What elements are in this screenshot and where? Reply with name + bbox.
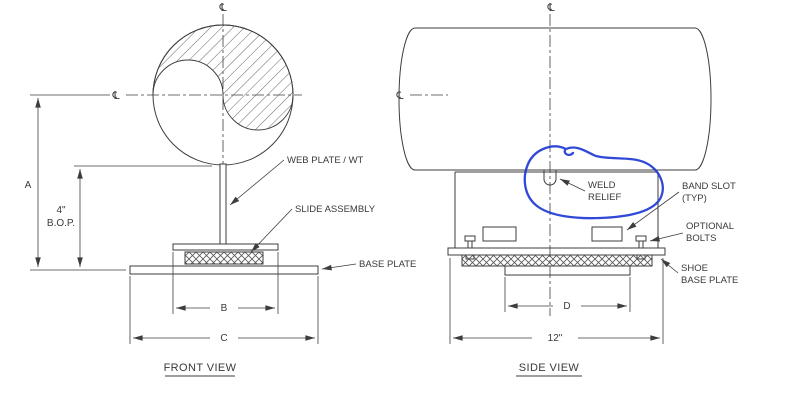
dimension-d: D [504, 277, 631, 312]
band-slot-right [591, 226, 623, 242]
centerline-symbol: ℄ [111, 89, 119, 102]
dim-label-d: D [563, 301, 570, 312]
wt-flange [172, 243, 279, 251]
centerline-symbol: ℄ [546, 1, 554, 14]
leader-weld-relief [559, 178, 586, 192]
leader-web-plate [229, 159, 285, 206]
leader-band-slot [626, 191, 680, 231]
bolt-head [635, 235, 647, 242]
weld-relief-notch [543, 170, 557, 186]
shoe-flange-plate [447, 247, 666, 256]
dim-label-a: A [25, 180, 32, 191]
label-weld-relief-line1: WELD [588, 180, 616, 191]
label-weld-relief-line2: RELIEF [588, 192, 621, 203]
label-optional-bolts-line2: BOLTS [686, 233, 716, 244]
dim-label-c: C [220, 333, 227, 344]
bolt-shank [467, 240, 473, 249]
leader-slide-assembly [250, 208, 293, 253]
dim-label-bop: B.O.P. [47, 218, 75, 229]
pipe-section-hatch [152, 24, 294, 131]
side-view: ℄ ℄ [395, 1, 738, 377]
band-slot-left [482, 226, 517, 242]
centerline-symbol: ℄ [218, 1, 226, 14]
base-plate [129, 265, 319, 275]
pipe-right-end [694, 27, 712, 171]
centerline-symbol: ℄ [395, 89, 403, 102]
dimension-c: C [129, 276, 319, 344]
slide-assembly [184, 251, 264, 265]
front-view: ℄ ℄ A 4" B.O.P. [25, 1, 416, 377]
label-shoe-base-plate-line1: SHOE [681, 263, 708, 274]
label-slide-assembly: SLIDE ASSEMBLY [295, 204, 376, 215]
label-optional-bolts-line1: OPTIONAL [686, 221, 734, 232]
bolt-shank [638, 240, 644, 249]
shoe-base-plate [504, 265, 631, 276]
web-plate [219, 163, 227, 245]
side-view-title: SIDE VIEW [519, 362, 580, 374]
dim-label-b: B [221, 303, 228, 314]
dimension-a: A [25, 94, 126, 271]
slide-strip [461, 254, 653, 267]
dim-label-12in: 12" [548, 333, 563, 344]
leader-shoe-base-plate [660, 258, 679, 274]
front-view-title: FRONT VIEW [164, 362, 237, 374]
leader-optional-bolts [649, 232, 684, 242]
bolt-head [464, 235, 476, 242]
label-band-slot-line1: BAND SLOT [682, 181, 736, 192]
weld-relief-annotation-circle [523, 145, 664, 220]
leader-base-plate [321, 263, 357, 271]
label-base-plate: BASE PLATE [359, 259, 416, 270]
dimension-bop: 4" B.O.P. [47, 165, 212, 267]
label-band-slot-line2: (TYP) [682, 193, 707, 204]
dimension-12in: 12" [449, 258, 664, 344]
dimension-b: B [172, 252, 279, 314]
pipe-left-end [398, 27, 416, 171]
label-web-plate: WEB PLATE / WT [287, 155, 364, 166]
dim-label-4in: 4" [56, 205, 66, 216]
label-shoe-base-plate-line2: BASE PLATE [681, 275, 738, 286]
